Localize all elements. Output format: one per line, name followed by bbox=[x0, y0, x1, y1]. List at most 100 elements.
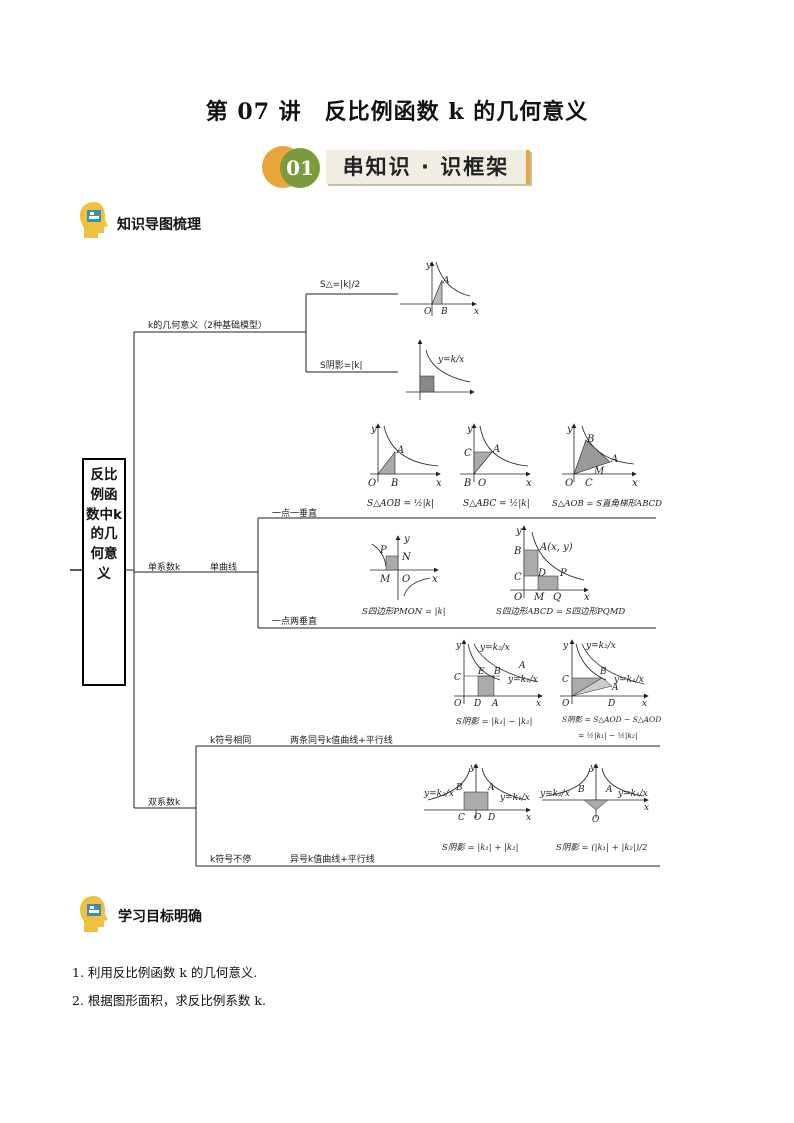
figure-same-sign-triangle: y y=k₂/x y=k₁/x C B A O D x S阴影 = S△AOD … bbox=[560, 639, 661, 740]
f8-b: B bbox=[493, 667, 501, 677]
f9-x: x bbox=[642, 699, 647, 709]
f7-m: M bbox=[533, 592, 545, 603]
f9-y: y bbox=[562, 641, 569, 651]
head-idea-icon bbox=[80, 202, 108, 238]
f7-formula: S四边形ABCD = S四边形PQMD bbox=[496, 606, 625, 617]
figure-rectangle-model: y=k/x bbox=[406, 339, 475, 400]
f6-x: x bbox=[432, 574, 438, 585]
banner-box: 串知识 · 识框架 bbox=[326, 150, 530, 184]
f3-b: B bbox=[390, 478, 398, 489]
f1-a: A bbox=[442, 276, 450, 286]
f10-eq2: y=k₁/x bbox=[499, 793, 530, 803]
f7-q: Q bbox=[553, 592, 561, 603]
leaf-diff-sign: k符号不停 bbox=[210, 855, 252, 865]
section-banner: 01 串知识 · 识框架 bbox=[262, 146, 534, 190]
f8-a-foot: A bbox=[491, 699, 499, 709]
f7-d: D bbox=[537, 568, 546, 579]
f8-formula: S阴影 = |k₁| − |k₂| bbox=[456, 717, 532, 727]
leaf-same-sign: k符号相同 bbox=[210, 736, 252, 746]
f3-o: O bbox=[368, 478, 376, 489]
f5-b: B bbox=[586, 434, 594, 445]
f3-y: y bbox=[370, 424, 377, 435]
f10-eq1: y=k₂/x bbox=[423, 789, 454, 799]
f5-m: M bbox=[593, 466, 605, 477]
f11-b: B bbox=[577, 785, 585, 795]
f2-eq: y=k/x bbox=[437, 355, 464, 365]
f10-x: x bbox=[526, 813, 531, 823]
f11-eq1: y=k₂/x bbox=[539, 789, 570, 799]
f10-a: A bbox=[487, 783, 495, 793]
f1-b: B bbox=[440, 307, 448, 317]
mindmap-root-label: 反比例函数中k的几何意义 bbox=[86, 467, 122, 582]
f7-c: C bbox=[514, 572, 522, 583]
f9-b: B bbox=[599, 667, 607, 677]
figure-aob-triangle: y A O B x S△AOB = ½|k| bbox=[367, 423, 442, 509]
f9-c: C bbox=[562, 675, 569, 685]
f11-y: y bbox=[589, 763, 596, 773]
figure-trapezoid-model: y B A M O C x S△AOB = S直角梯形ABCD bbox=[552, 423, 662, 509]
f7-b: B bbox=[513, 546, 521, 557]
f6-o: O bbox=[402, 574, 410, 585]
f7-a: A(x, y) bbox=[539, 542, 573, 553]
f6-n: N bbox=[401, 552, 412, 563]
f4-y: y bbox=[466, 424, 473, 435]
f8-d: D bbox=[473, 699, 481, 709]
goals-section-heading bbox=[78, 894, 110, 938]
f1-o: O bbox=[424, 307, 432, 317]
f10-d: D bbox=[487, 813, 495, 823]
leaf-two-perpendicular: 一点两垂直 bbox=[272, 617, 318, 627]
banner-text: 串知识 · 识框架 bbox=[342, 155, 510, 179]
goals-section-label: 学习目标明确 bbox=[118, 909, 202, 925]
mindmap-section-label: 知识导图梳理 bbox=[117, 217, 201, 233]
f1-x: x bbox=[474, 307, 479, 317]
f4-a: A bbox=[492, 444, 500, 455]
f9-eq1: y=k₂/x bbox=[585, 641, 616, 651]
goal-item-1: 1. 利用反比例函数 k 的几何意义. bbox=[72, 965, 258, 980]
f7-y: y bbox=[515, 526, 522, 537]
banner-number: 01 bbox=[280, 148, 320, 188]
mindmap-root-box: 反比例函数中k的几何意义 bbox=[82, 458, 126, 686]
figure-diff-sign-rectangle: y y=k₂/x y=k₁/x B A C O D x S阴影 = |k₁| +… bbox=[423, 763, 531, 853]
f11-eq2: y=k₁/x bbox=[617, 789, 648, 799]
leaf-same-sign-desc: 两条同号k值曲线+平行线 bbox=[290, 736, 393, 746]
f3-a: A bbox=[396, 445, 404, 456]
f11-o: O bbox=[592, 815, 600, 825]
f6-p: P bbox=[379, 545, 387, 556]
f7-p: P bbox=[559, 568, 567, 579]
f10-formula: S阴影 = |k₁| + |k₂| bbox=[442, 843, 518, 853]
figure-abcd-pqmd-model: y B A(x, y) D P C O M Q x S四边形ABCD = S四边… bbox=[496, 525, 625, 617]
f6-m: M bbox=[379, 574, 391, 585]
f4-b: B bbox=[463, 478, 471, 489]
f10-y: y bbox=[469, 763, 476, 773]
f8-a: A bbox=[518, 661, 526, 671]
f10-o: O bbox=[474, 813, 482, 823]
f5-c: C bbox=[585, 478, 593, 489]
mindmap-section-heading bbox=[78, 200, 110, 244]
f9-formula2: = ½|k₁| − ½|k₂| bbox=[578, 731, 637, 740]
f8-c: C bbox=[454, 673, 461, 683]
f5-formula: S△AOB = S直角梯形ABCD bbox=[552, 498, 662, 509]
leaf-s-triangle: S△=|k|/2 bbox=[320, 280, 361, 290]
f6-formula: S四边形PMON = |k| bbox=[362, 606, 446, 617]
f10-b: B bbox=[455, 783, 463, 793]
f5-x: x bbox=[632, 478, 638, 489]
f4-o: O bbox=[478, 478, 486, 489]
f4-formula: S△ABC = ½|k| bbox=[463, 498, 530, 509]
f8-x: x bbox=[536, 699, 541, 709]
goal-item-2: 2. 根据图形面积，求反比例系数 k. bbox=[72, 993, 266, 1008]
f4-c: C bbox=[464, 448, 472, 459]
branch-double-k: 双系数k bbox=[148, 798, 181, 808]
figure-abc-triangle: y C A B O x S△ABC = ½|k| bbox=[460, 423, 532, 509]
f5-y: y bbox=[566, 424, 573, 435]
branch-single-curve: 单曲线 bbox=[210, 563, 238, 573]
f8-y: y bbox=[455, 641, 462, 651]
head-idea-icon bbox=[80, 896, 108, 932]
f8-o: O bbox=[454, 699, 462, 709]
f9-eq2: y=k₁/x bbox=[613, 675, 644, 685]
figure-pmon-model: y P N M O x S四边形PMON = |k| bbox=[362, 534, 446, 617]
f9-o: O bbox=[562, 699, 570, 709]
f11-formula: S阴影 = (|k₁| + |k₂|)/2 bbox=[556, 842, 647, 853]
f9-d: D bbox=[607, 699, 615, 709]
